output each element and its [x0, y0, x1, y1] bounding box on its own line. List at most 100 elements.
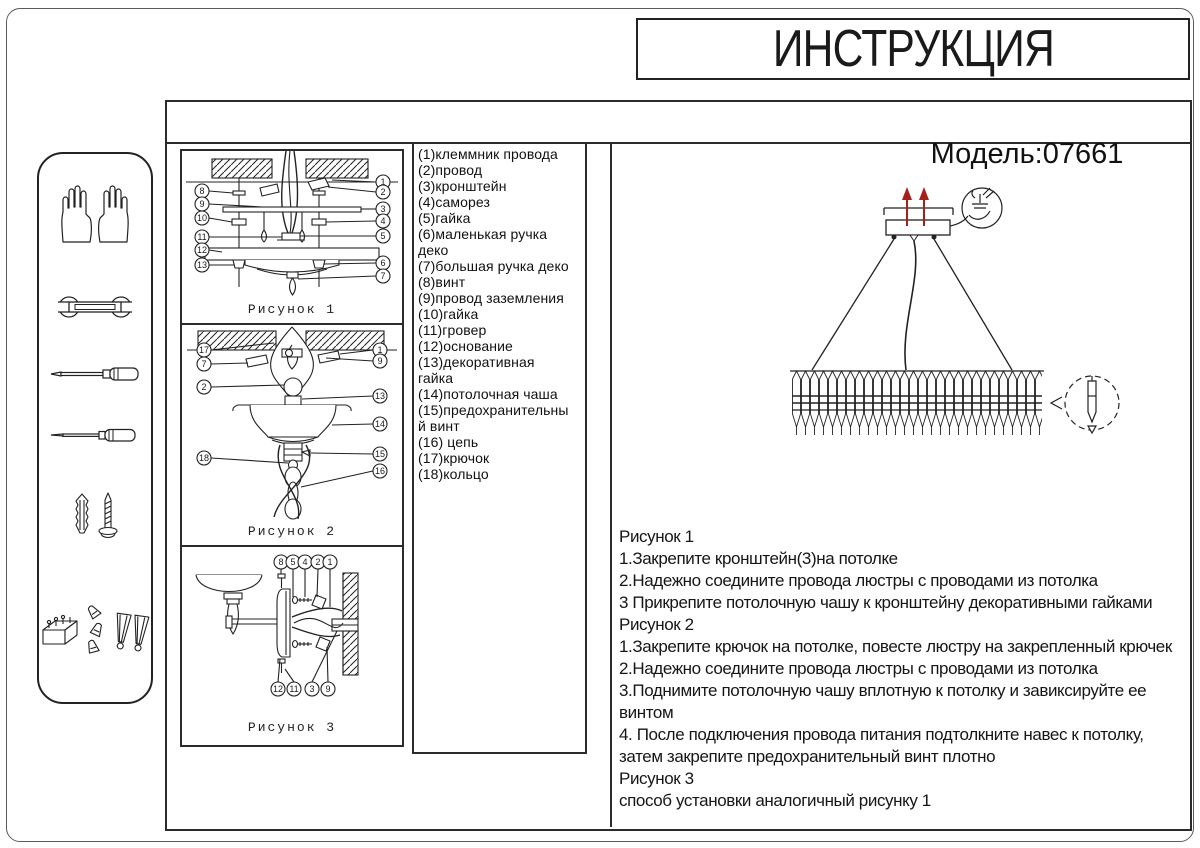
instruction-title-box: ИНСТРУКЦИЯ [636, 18, 1190, 80]
callout-badge: 9 [199, 199, 204, 209]
callout-badge: 5 [290, 557, 295, 567]
figure-2-caption: Рисунок 2 [247, 524, 337, 539]
callout-badge: 11 [289, 684, 298, 694]
zoom-detail-circle [1064, 375, 1120, 435]
instruction-line: 3.Поднимите потолочную чашу вплотную к п… [619, 681, 1147, 700]
callout-badge: 18 [199, 453, 209, 463]
instruction-line: Рисунок 1 [619, 527, 694, 546]
parts-list-line: (2)провод [418, 162, 483, 178]
fasteners-icon [42, 605, 150, 654]
wrench-icon [55, 296, 135, 318]
model-label: Модель:07661 [930, 138, 1124, 170]
callout-badge: 2 [315, 557, 320, 567]
figure-1-drawing: 8 9 10 11 12 13 1 2 3 4 5 6 7 [186, 151, 398, 296]
callout-badge: 9 [325, 684, 330, 694]
anchor-screw-icon [75, 492, 118, 539]
callout-badge: 5 [380, 231, 385, 241]
instruction-line: винтом [619, 703, 674, 722]
figure-1-caption: Рисунок 1 [247, 302, 337, 317]
parts-list-line: (13)декоративная [418, 354, 535, 370]
parts-list-line: (5)гайка [418, 210, 471, 226]
callout-badge: 13 [197, 260, 207, 270]
callout-badge: 8 [199, 186, 204, 196]
parts-list-line: гайка [418, 370, 454, 386]
parts-list-line: (9)провод заземления [418, 290, 564, 306]
mounting-plate [885, 219, 951, 236]
up-arrow [902, 187, 912, 226]
flat-screwdriver-icon [50, 367, 139, 381]
up-arrow [919, 187, 929, 226]
instruction-line: 2.Надежно соедините провода люстры с про… [619, 659, 1098, 678]
instruction-line: затем закрепите предохранительный винт п… [619, 747, 996, 766]
parts-list-line: й винт [418, 418, 460, 434]
instruction-line: Рисунок 3 [619, 769, 694, 788]
parts-list-line: (16) цепь [418, 434, 479, 450]
callout-badge: 2 [201, 382, 206, 392]
figure-3: 8 5 4 2 1 12 11 3 9 Рисунок 3 [182, 547, 402, 745]
callout-badge: 12 [273, 684, 283, 694]
instruction-line: Рисунок 2 [619, 615, 694, 634]
callout-badge: 6 [380, 258, 385, 268]
header-divider-line [167, 142, 1190, 144]
page-title: ИНСТРУКЦИЯ [772, 20, 1054, 78]
parts-list-line: (18)кольцо [418, 466, 489, 482]
figure-3-caption: Рисунок 3 [247, 720, 337, 735]
parts-list-line: (17)крючок [418, 450, 490, 466]
parts-list-line: (8)винт [418, 274, 466, 290]
callout-badge: 15 [375, 449, 385, 459]
instruction-line: 2.Надежно соедините провода люстры с про… [619, 571, 1098, 590]
chandelier-diagram [790, 187, 1120, 436]
instruction-line: 1.Закрепите кронштейн(3)на потолке [619, 549, 898, 568]
callout-badge: 12 [197, 245, 207, 255]
parts-list-line: (4)саморез [418, 194, 490, 210]
callout-badge: 7 [201, 359, 206, 369]
parts-list-line: (12)основание [418, 338, 513, 354]
figures-panel: 8 9 10 11 12 13 1 2 3 4 5 6 7 [180, 149, 404, 747]
figure-3-drawing: 8 5 4 2 1 12 11 3 9 [195, 554, 359, 697]
parts-list-line: (1)клеммник провода [418, 146, 558, 162]
detail-circle [949, 187, 1003, 229]
callout-badge: 7 [380, 271, 385, 281]
instruction-line: 3 Прикрепите потолочную чашу к кронштейн… [619, 593, 1153, 612]
figure-2: 17 7 2 18 1 9 13 14 15 16 Рисунок 2 [182, 325, 402, 547]
parts-list-panel: (1)клеммник провода(2)провод(3)кронштейн… [412, 142, 587, 754]
section-divider-line [610, 142, 612, 827]
callout-badge: 1 [380, 177, 385, 187]
parts-list-line: (7)большая ручка деко [418, 258, 569, 274]
parts-list-line: (11)гровер [418, 322, 487, 338]
figure-1-callouts: 8 9 10 11 12 13 1 2 3 4 5 6 7 [194, 174, 391, 284]
parts-list-line: деко [418, 242, 449, 258]
parts-list-line: (10)гайка [418, 306, 479, 322]
callout-badge: 11 [197, 232, 206, 242]
parts-list-line: (6)маленькая ручка [418, 226, 548, 242]
figure-2-drawing: 17 7 2 18 1 9 13 14 15 16 [187, 326, 397, 520]
figure-3-callouts: 8 5 4 2 1 12 11 3 9 [270, 554, 338, 697]
callout-badge: 9 [377, 356, 382, 366]
callout-badge: 14 [375, 419, 385, 429]
figure-1: 8 9 10 11 12 13 1 2 3 4 5 6 7 [182, 151, 402, 325]
callout-badge: 10 [197, 213, 207, 223]
figure-2-callouts: 17 7 2 18 1 9 13 14 15 16 [196, 342, 388, 479]
instruction-line: способ установки аналогичный рисунку 1 [619, 791, 931, 810]
awl-screwdriver-icon [50, 428, 136, 442]
parts-list-line: (14)потолочная чаша [418, 386, 558, 402]
instruction-line: 4. После подключения провода питания под… [619, 725, 1144, 744]
callout-badge: 16 [375, 466, 385, 476]
callout-badge: 17 [199, 345, 209, 355]
callout-badge: 2 [380, 187, 385, 197]
parts-list-line: (15)предохранительны [418, 402, 569, 418]
tools-panel [37, 152, 153, 704]
callout-badge: 4 [380, 216, 385, 226]
callout-badge: 4 [302, 557, 307, 567]
main-content-box: 8 9 10 11 12 13 1 2 3 4 5 6 7 [165, 100, 1192, 831]
callout-badge: 8 [278, 557, 283, 567]
gloves-icon [61, 185, 129, 243]
callout-badge: 1 [327, 557, 332, 567]
callout-badge: 3 [380, 204, 385, 214]
crystal-bar [790, 370, 1044, 436]
callout-badge: 13 [375, 391, 385, 401]
page-border [6, 8, 1194, 842]
parts-list-line: (3)кронштейн [418, 178, 507, 194]
callout-badge: 3 [309, 684, 314, 694]
